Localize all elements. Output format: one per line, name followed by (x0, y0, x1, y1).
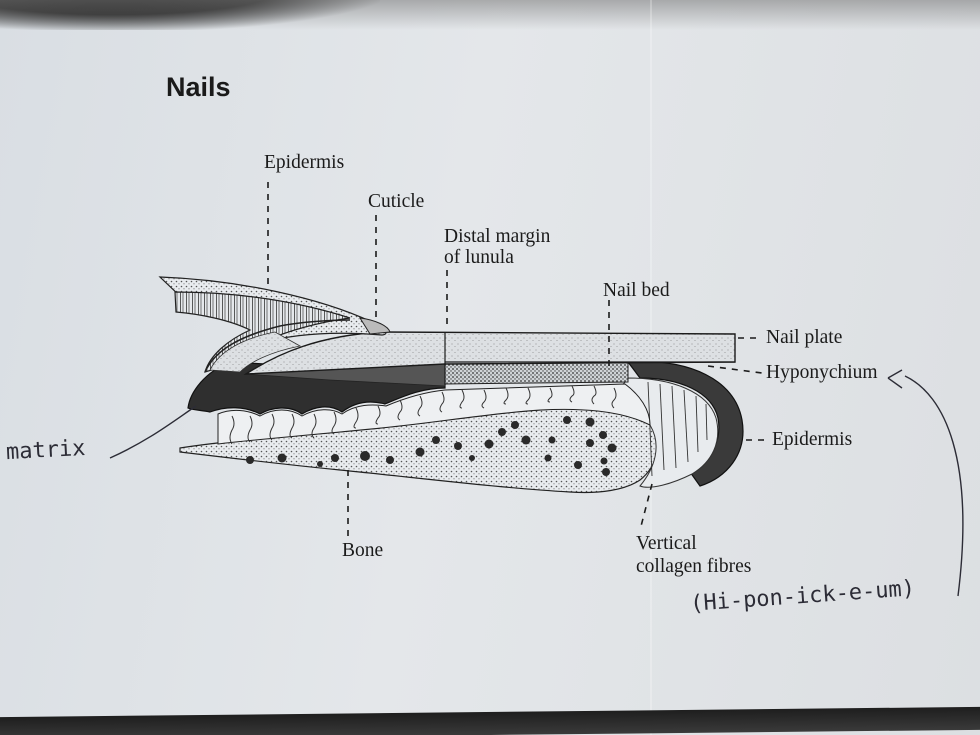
page-title: Nails (166, 72, 231, 102)
nail-bed-band (444, 361, 629, 385)
label-epidermis-right: Epidermis (772, 429, 853, 450)
label-hyponychium: Hyponychium (766, 362, 878, 383)
eponychium-arc (204, 319, 351, 373)
shadow-top (0, 0, 980, 30)
leader-lines (267, 182, 770, 538)
arrow-head (887, 369, 903, 389)
label-epidermis-top: Epidermis (264, 152, 345, 173)
handwritten-matrix: matrix (5, 435, 87, 466)
label-nail-bed: Nail bed (603, 280, 670, 301)
bone-spots (246, 416, 617, 476)
label-distal-margin-line2: of lunula (444, 247, 514, 268)
pronunciation-arrow (904, 375, 964, 597)
label-distal-margin-line1: Distal margin (444, 226, 551, 247)
dermal-fibres (229, 385, 617, 445)
dermal-ridges (217, 383, 651, 445)
matrix-pointer-line (109, 405, 197, 459)
label-vertical-line2: collagen fibres (636, 556, 752, 577)
distal-epidermis (626, 360, 744, 487)
label-bone: Bone (342, 540, 384, 561)
fold-stipple (209, 331, 302, 373)
nail-plate (243, 331, 736, 375)
collagen-fibres (647, 381, 708, 477)
label-cuticle: Cuticle (368, 191, 425, 212)
label-nail-plate: Nail plate (766, 327, 843, 348)
cuticle-tip (359, 317, 391, 335)
label-vertical-line1: Vertical (636, 533, 697, 554)
